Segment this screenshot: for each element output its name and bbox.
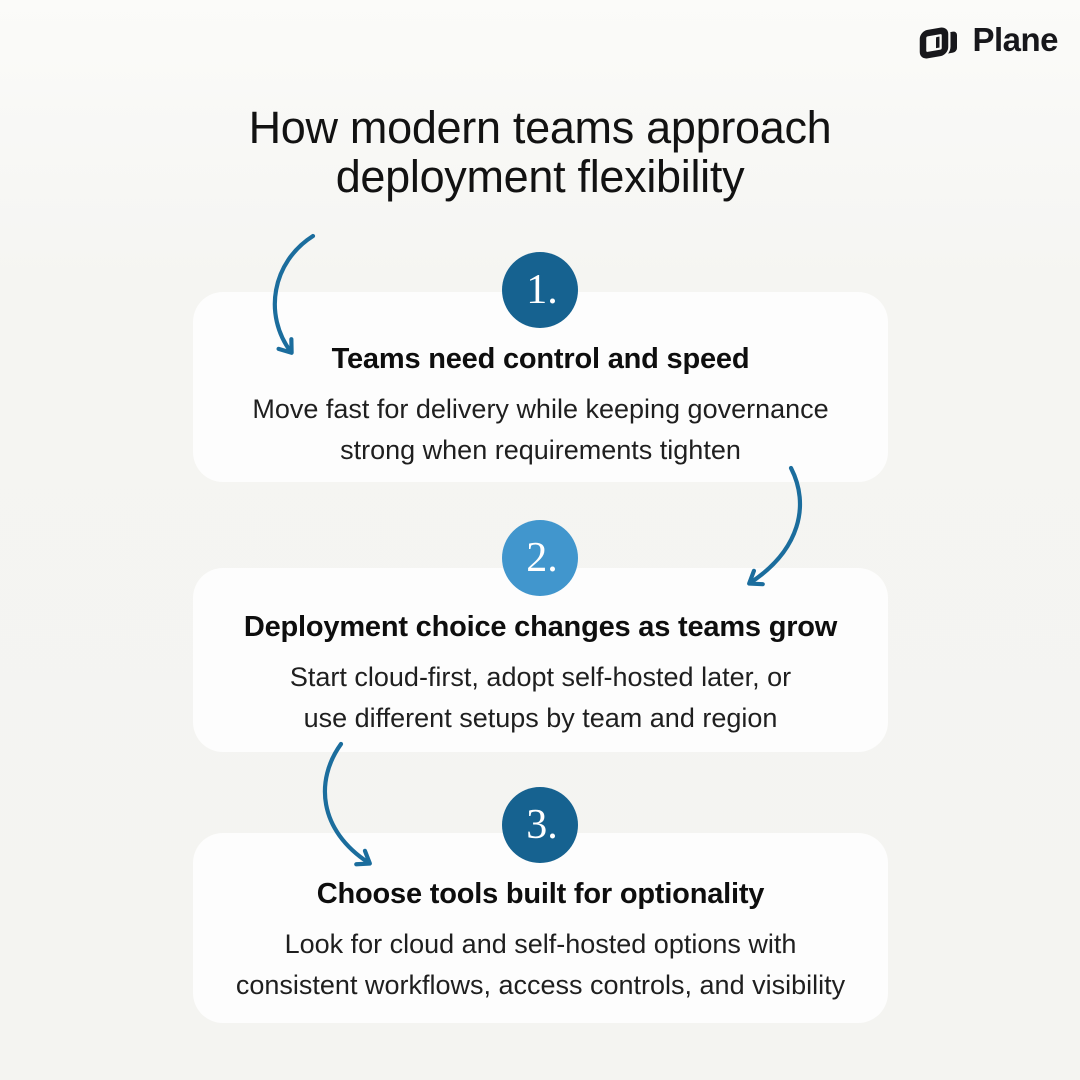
step-1-body-line-1: Move fast for delivery while keeping gov… xyxy=(252,394,829,424)
page-title-line-1: How modern teams approach xyxy=(248,102,832,153)
step-3-number: 3. xyxy=(526,802,558,848)
page-title: How modern teams approach deployment fle… xyxy=(0,103,1080,201)
step-3-card: Choose tools built for optionality Look … xyxy=(193,833,888,1023)
step-1-number: 1. xyxy=(526,267,558,313)
step-1-body-line-2: strong when requirements tighten xyxy=(340,435,741,465)
plane-logo-text: Plane xyxy=(972,21,1058,58)
step-3-body-line-1: Look for cloud and self-hosted options w… xyxy=(284,929,797,959)
plane-logo: Plane xyxy=(917,20,1058,60)
step-3-body: Look for cloud and self-hosted options w… xyxy=(193,924,888,1006)
step-1-heading: Teams need control and speed xyxy=(331,343,750,375)
step-2-body-line-2: use different setups by team and region xyxy=(303,703,778,733)
step-3-body-line-2: consistent workflows, access controls, a… xyxy=(235,970,846,1000)
step-2-body-line-1: Start cloud-first, adopt self-hosted lat… xyxy=(289,662,792,692)
step-2-body: Start cloud-first, adopt self-hosted lat… xyxy=(193,657,888,739)
step-3-heading: Choose tools built for optionality xyxy=(316,878,765,910)
step-2-number: 2. xyxy=(526,535,558,581)
step-2-card: Deployment choice changes as teams grow … xyxy=(193,568,888,752)
page-title-line-2: deployment flexibility xyxy=(335,151,745,202)
step-1-body: Move fast for delivery while keeping gov… xyxy=(193,389,888,471)
step-2-heading: Deployment choice changes as teams grow xyxy=(243,611,838,643)
plane-logo-icon xyxy=(917,25,958,60)
step-3-number-badge: 3. xyxy=(502,787,578,863)
step-2-number-badge: 2. xyxy=(502,520,578,596)
curved-arrow-2-icon xyxy=(747,465,803,587)
step-1-number-badge: 1. xyxy=(502,252,578,328)
